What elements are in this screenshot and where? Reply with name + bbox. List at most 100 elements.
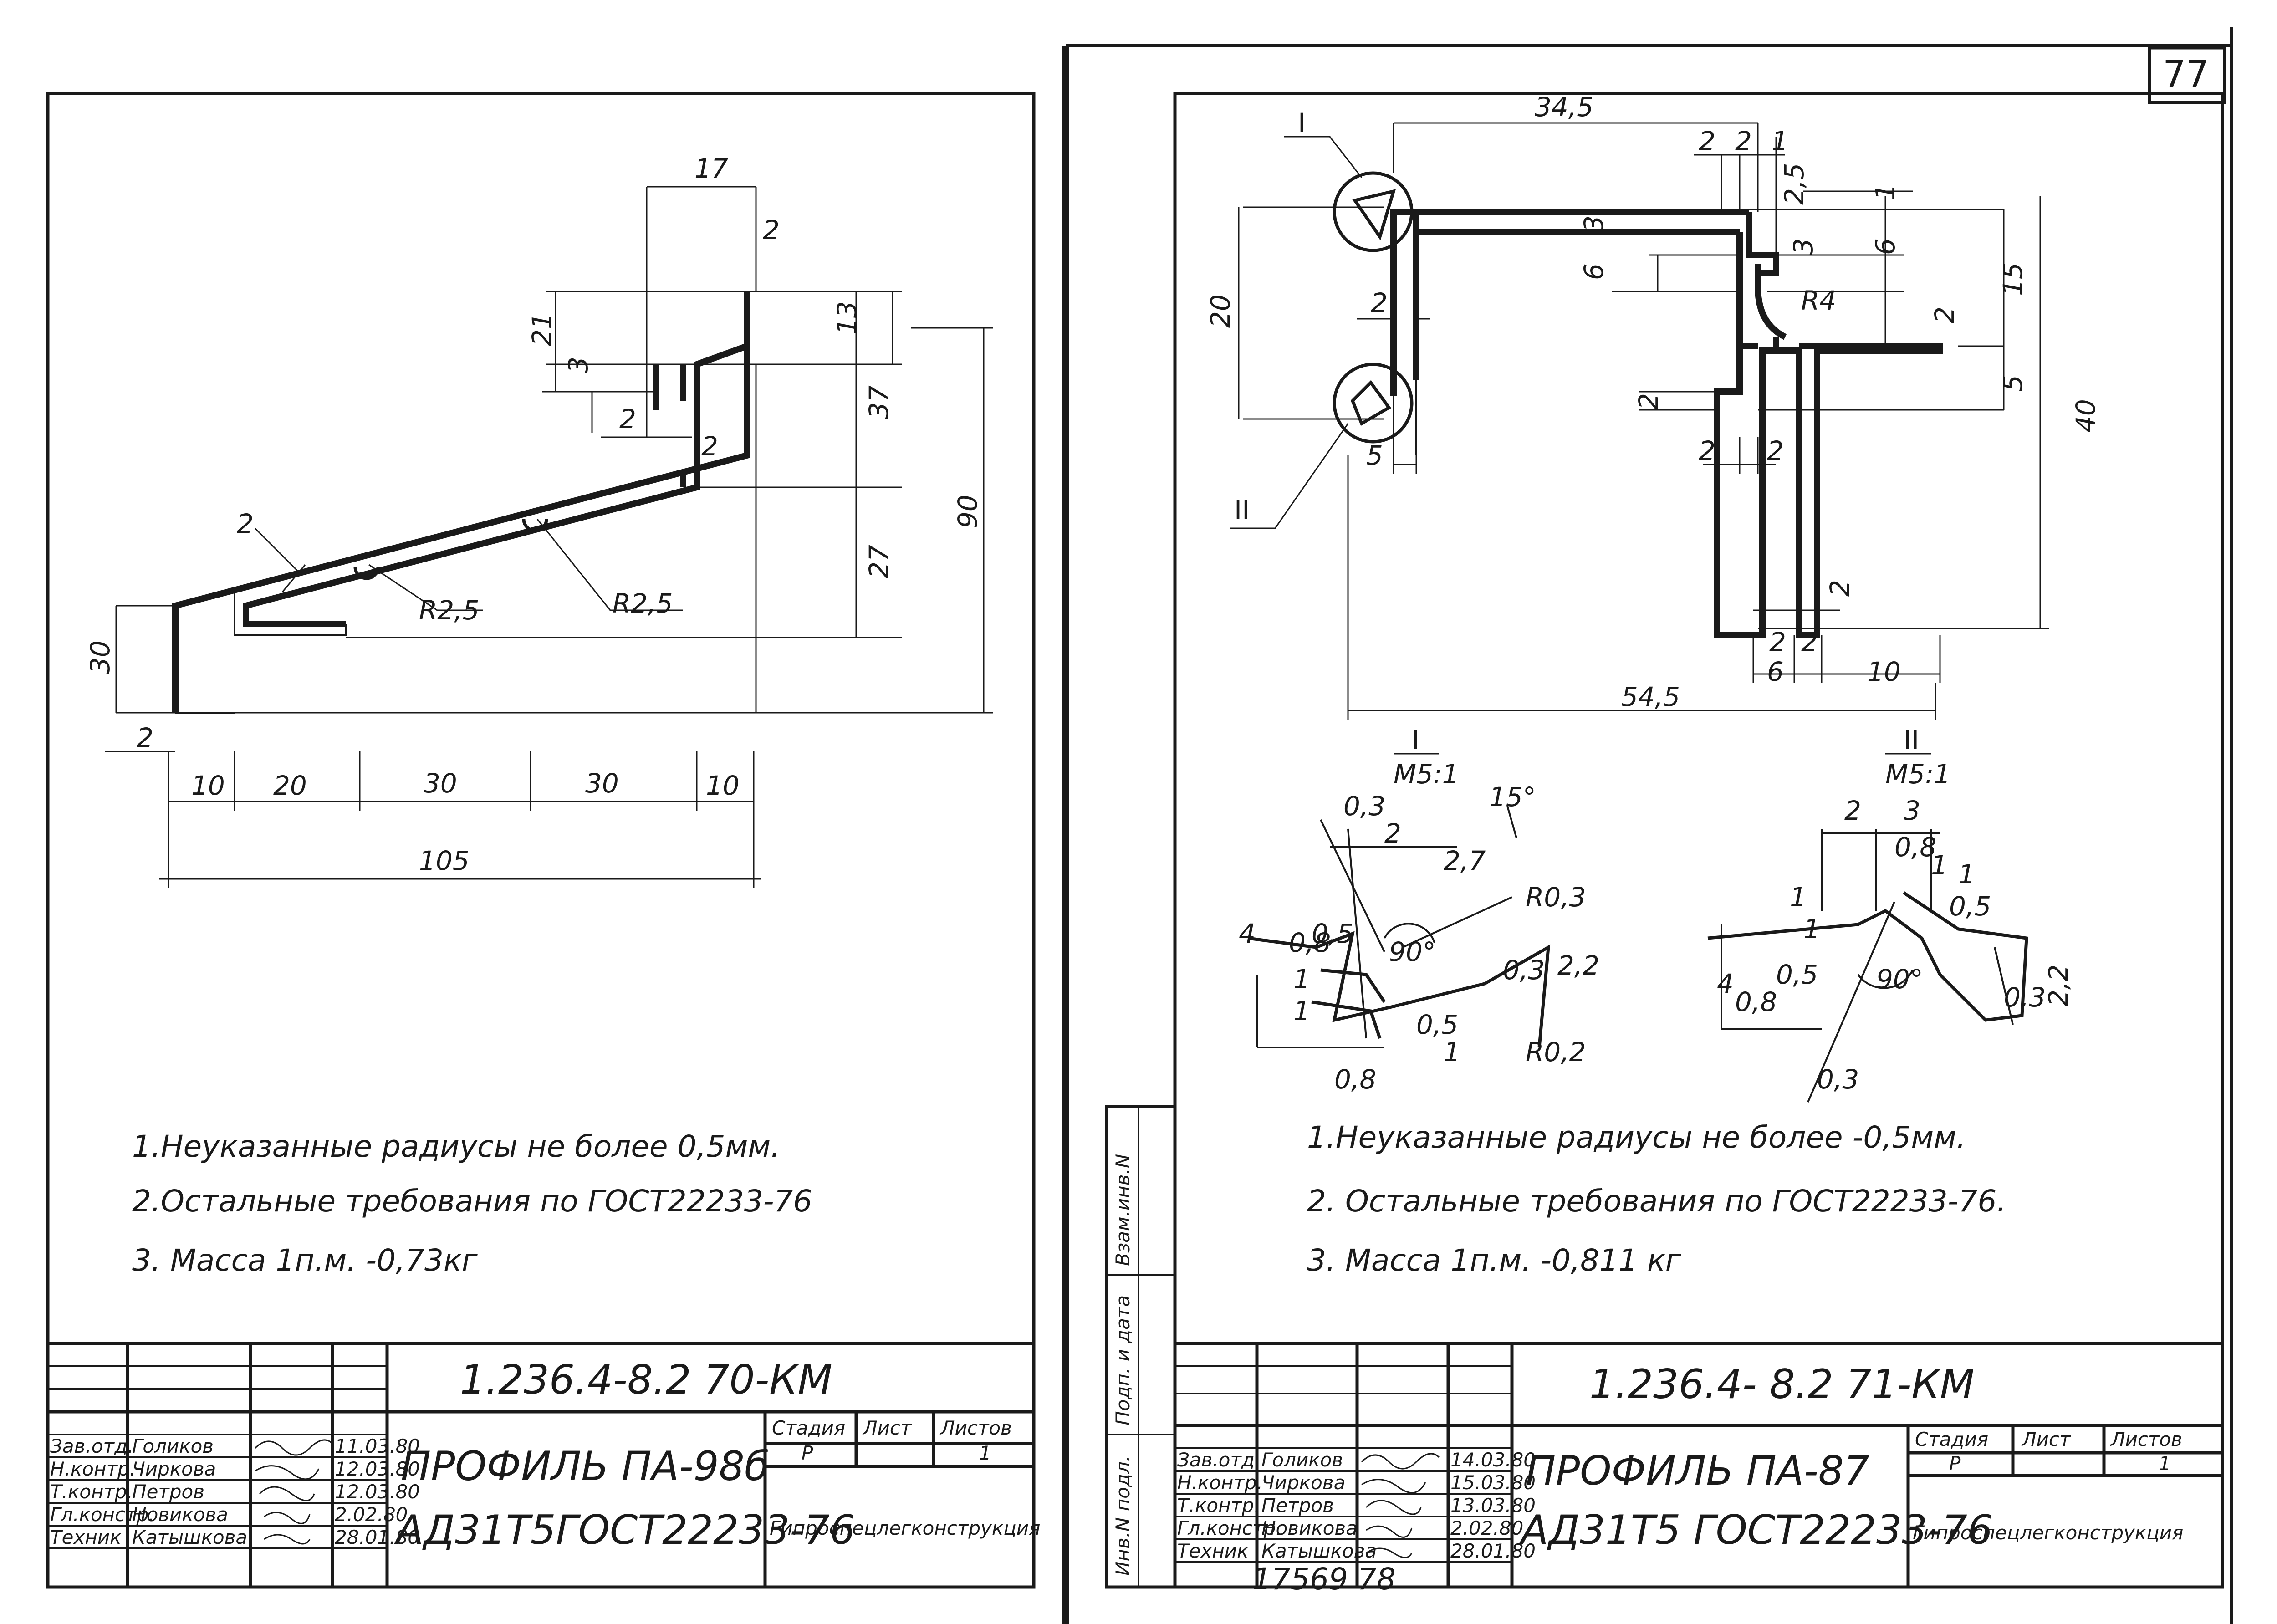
right-sheets-header: Листов	[2110, 1428, 2182, 1450]
right-role-1: Н.контр.	[1177, 1471, 1263, 1494]
left-date-1: 12.03.80	[335, 1458, 420, 1480]
d1-1a: 1	[1293, 964, 1310, 995]
dim-1b: 1	[1870, 184, 1901, 200]
d2-0-8a: 0,8	[1894, 832, 1936, 863]
d2-0-8b: 0,8	[1735, 986, 1777, 1017]
left-note-2: 2.Остальные требования по ГОСТ22233-76	[132, 1184, 812, 1219]
left-role-1: Н.контр.	[50, 1458, 136, 1480]
dim-2a: 2	[1699, 126, 1715, 157]
left-role-2: Т.контр.	[50, 1481, 133, 1503]
left-profile-title: ПРОФИЛЬ ПА-98б	[401, 1443, 769, 1490]
d2-1c: 1	[1790, 882, 1807, 913]
right-sheets-value: 1	[2159, 1452, 2171, 1475]
left-name-1: Чиркова	[132, 1458, 216, 1480]
d1-0-3b: 0,3	[1503, 955, 1545, 986]
left-note-1: 1.Неуказанные радиусы не более 0,5мм.	[132, 1129, 780, 1164]
d2-0-5a: 0,5	[1949, 891, 1991, 922]
d1-0-8a: 0,8	[1289, 927, 1331, 958]
left-name-3: Новикова	[132, 1503, 228, 1526]
dim-2e: 2	[1633, 393, 1664, 410]
detail-2: II M5:1 2 3 0,8 1 1 0,5 1 1 4 0,8 0,5 90…	[1707, 725, 2074, 1103]
left-sheets-header: Листов	[939, 1417, 1012, 1439]
dim-40: 40	[2070, 399, 2101, 433]
d1-r0-3: R0,3	[1526, 882, 1586, 913]
dim-2c: 2	[1371, 287, 1388, 318]
right-role-0: Зав.отд.	[1177, 1449, 1261, 1471]
dim-10-a: 10	[191, 770, 225, 801]
d1-4: 4	[1239, 918, 1256, 949]
dim-2i: 2	[1769, 627, 1786, 658]
d1-2-2: 2,2	[1557, 950, 1599, 981]
dim-15: 15	[1997, 262, 2028, 296]
left-profile	[172, 291, 750, 714]
left-drawing-code: 1.236.4-8.2 70-КМ	[460, 1356, 832, 1403]
dim-10-b: 10	[706, 770, 740, 801]
dim-13: 13	[832, 301, 863, 335]
right-role-2: Т.контр.	[1177, 1494, 1260, 1517]
radius-r4: R4	[1801, 285, 1836, 316]
d1-1b: 1	[1293, 996, 1310, 1026]
d2-2: 2	[1844, 795, 1861, 826]
d1-0-5b: 0,5	[1416, 1009, 1458, 1040]
dim-5a: 5	[1997, 375, 2028, 392]
left-material: АД31Т5ГОСТ22233-76	[394, 1507, 855, 1553]
d2-90deg: 90°	[1876, 964, 1923, 995]
right-note-1: 1.Неуказанные радиусы не более -0,5мм.	[1307, 1120, 1966, 1155]
right-drawing-code: 1.236.4- 8.2 71-КМ	[1589, 1361, 1975, 1408]
right-notes: 1.Неуказанные радиусы не более -0,5мм. 2…	[1307, 1120, 2006, 1278]
view-label-1: I	[1298, 107, 1306, 138]
d2-2-2: 2,2	[2043, 965, 2074, 1006]
dim-2b: 2	[619, 403, 636, 434]
dim-10: 10	[1867, 656, 1901, 687]
dim-54-5: 54,5	[1621, 681, 1680, 712]
left-date-4: 28.01.80	[335, 1526, 420, 1548]
left-name-2: Петров	[132, 1481, 204, 1503]
d2-1b: 1	[1958, 859, 1975, 890]
dim-2d: 2	[237, 508, 254, 539]
dim-2j: 2	[1801, 627, 1818, 658]
right-profile-title: ПРОФИЛЬ ПА-87	[1526, 1447, 1869, 1494]
right-name-0: Голиков	[1261, 1449, 1343, 1471]
dim-3: 3	[563, 357, 594, 373]
view-label-2: II	[1234, 495, 1250, 526]
right-date-2: 13.03.80	[1450, 1494, 1536, 1517]
right-org: Гипроспецлегконструкция	[1913, 1522, 2183, 1544]
d1-0-5a: 0,5	[1312, 918, 1353, 949]
dim-3a: 3	[1578, 215, 1609, 232]
dim-3b: 3	[1788, 238, 1819, 255]
right-frame	[1062, 27, 2233, 1624]
left-dimensions: 17 2 21 3 13 37 2 2 27 90 2 R2,5 R2,5 30…	[85, 153, 993, 888]
right-stage-value: Р	[1949, 1452, 1961, 1475]
dim-30-b: 30	[585, 768, 619, 799]
right-date-1: 15.03.80	[1450, 1471, 1536, 1494]
dim-5b: 5	[1366, 440, 1383, 471]
left-name-0: Голиков	[132, 1435, 214, 1457]
left-sheet-header: Лист	[862, 1417, 912, 1439]
right-name-3: Новикова	[1261, 1517, 1358, 1539]
right-material: АД31Т5 ГОСТ22233-76	[1519, 1507, 1993, 1553]
right-name-4: Катышкова	[1261, 1540, 1377, 1562]
dim-2: 2	[763, 214, 780, 245]
dim-20: 20	[1205, 294, 1236, 328]
right-note-2: 2. Остальные требования по ГОСТ22233-76.	[1307, 1184, 2006, 1219]
dim-30-vertical: 30	[85, 640, 116, 674]
left-name-4: Катышкова	[132, 1526, 247, 1548]
dim-6c: 6	[1767, 656, 1784, 687]
dim-2g: 2	[1767, 435, 1784, 466]
dim-6a: 6	[1578, 263, 1609, 280]
dim-2b: 2	[1735, 126, 1752, 157]
right-stage-header: Стадия	[1915, 1428, 1988, 1450]
right-name-2: Петров	[1261, 1494, 1334, 1517]
d1-0-8b: 0,8	[1334, 1064, 1376, 1095]
right-profile	[1333, 171, 1943, 638]
left-sheets-value: 1	[979, 1442, 991, 1464]
left-note-3: 3. Масса 1п.м. -0,73кг	[132, 1243, 478, 1278]
dim-2d: 2	[1929, 306, 1960, 323]
dim-2-5: 2,5	[1779, 163, 1810, 205]
right-note-3: 3. Масса 1п.м. -0,811 кг	[1307, 1243, 1681, 1278]
d1-0-3a: 0,3	[1343, 791, 1385, 822]
d2-0-3b: 0,3	[1817, 1064, 1859, 1095]
side-stamp-signature: Подп. и дата	[1112, 1295, 1134, 1425]
page-number: 77	[2163, 53, 2209, 95]
